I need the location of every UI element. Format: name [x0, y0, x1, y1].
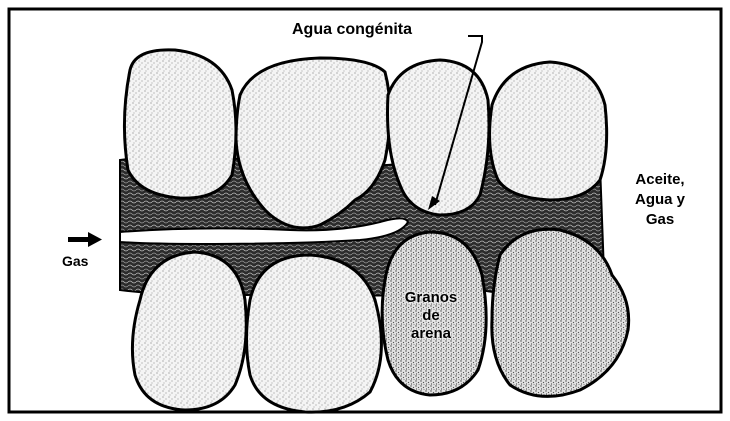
label-fluids-line-3: Gas — [620, 210, 700, 230]
sand-grain-upper-1 — [124, 50, 236, 198]
sand-grain-upper-4 — [490, 62, 607, 200]
label-granos-line-1: Granos — [396, 289, 466, 307]
label-aceite-agua-gas: Aceite, Agua y Gas — [620, 170, 700, 230]
sand-grain-lower-1 — [132, 252, 246, 410]
sand-grain-lower-2 — [247, 255, 382, 412]
label-gas-inlet: Gas — [62, 253, 88, 269]
label-fluids-line-2: Agua y — [620, 190, 700, 210]
label-agua-congenita: Agua congénita — [292, 21, 412, 39]
label-granos-line-2: de — [396, 307, 466, 325]
label-fluids-line-1: Aceite, — [620, 170, 700, 190]
label-granos-line-3: arena — [396, 325, 466, 343]
label-granos-de-arena: Granos de arena — [396, 289, 466, 343]
